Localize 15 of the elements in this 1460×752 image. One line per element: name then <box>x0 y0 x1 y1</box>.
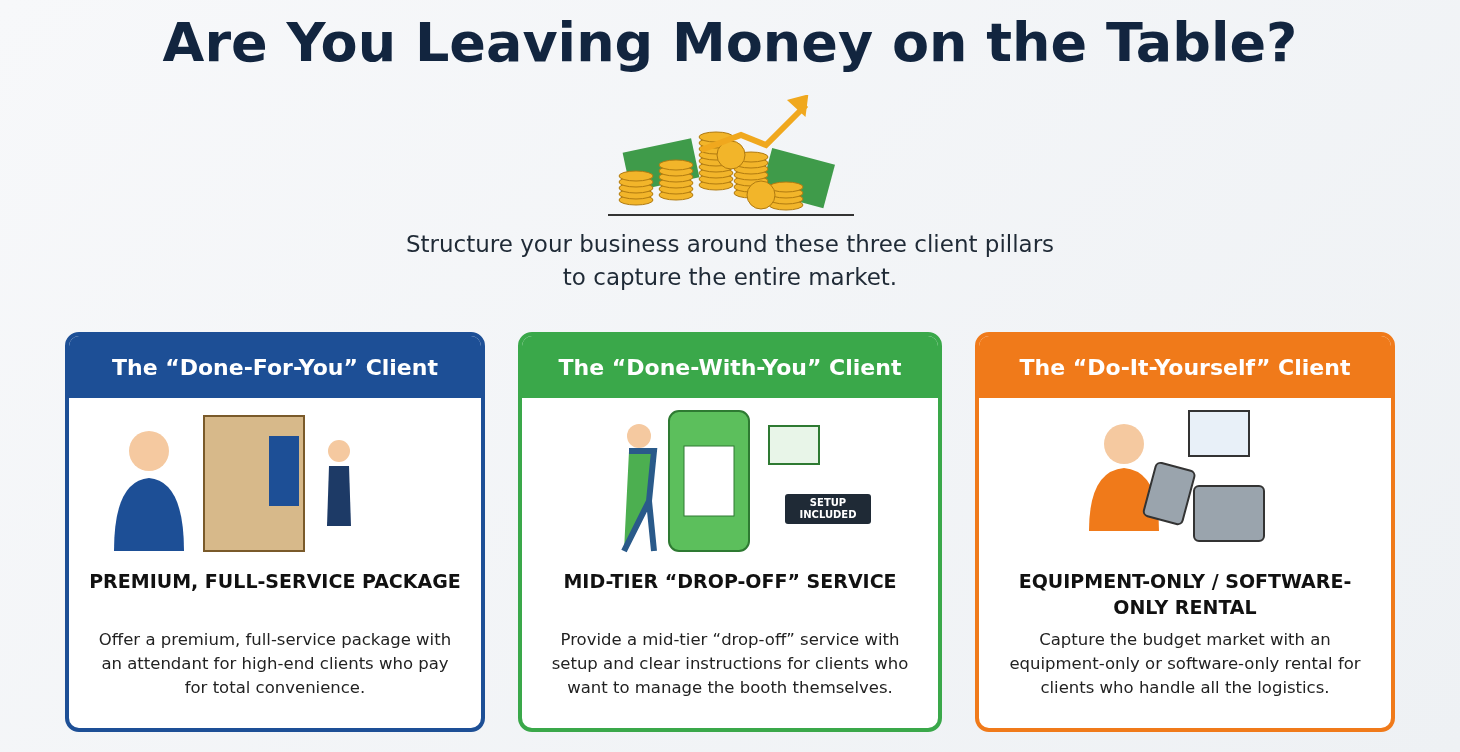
service-title: MID-TIER “DROP-OFF” SERVICE <box>562 569 898 594</box>
client-card <box>518 332 942 732</box>
service-description: Provide a mid-tier “drop-off” service with setup and clear instructions for clients who want to manage the booth themselves. <box>550 629 910 699</box>
price-tag-label: SETUP INCLUDED <box>785 494 871 524</box>
service-description: Capture the budget market with an equipment-only or software-only rental for clients who handle all the logistics. <box>1008 629 1362 699</box>
card-header: The “Done-For-You” Client <box>69 336 481 398</box>
service-title: PREMIUM, FULL-SERVICE PACKAGE <box>89 569 461 594</box>
card-header: The “Do-It-Yourself” Client <box>979 336 1391 398</box>
subtitle: Structure your business around these three client pillars to capture the entire market. <box>404 230 1056 292</box>
service-description: Offer a premium, full-service package with an attendant for high-end clients who pay for total convenience. <box>97 629 453 699</box>
title: Are You Leaving Money on the Table? <box>161 10 1299 76</box>
client-card <box>975 332 1395 732</box>
card-header: The “Done-With-You” Client <box>522 336 938 398</box>
client-card <box>65 332 485 732</box>
service-title: EQUIPMENT-ONLY / SOFTWARE-ONLY RENTAL <box>1017 569 1353 620</box>
